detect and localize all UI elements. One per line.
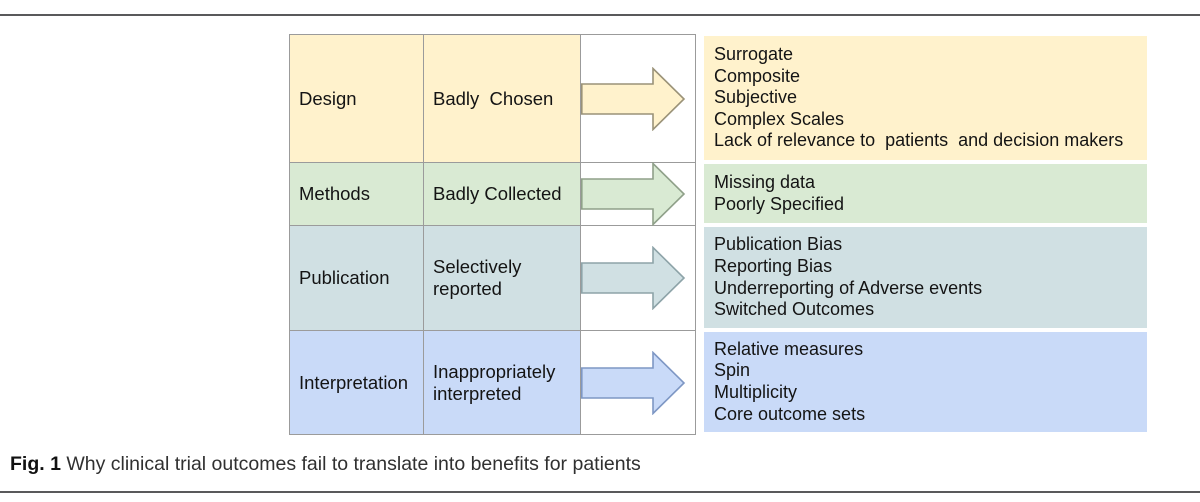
- arrow-cell: [581, 331, 696, 435]
- problem-label: Badly Collected: [433, 183, 562, 204]
- stage-label: Methods: [299, 183, 370, 204]
- arrow-cell: [581, 35, 696, 163]
- problem-label: Selectively reported: [433, 256, 527, 299]
- top-rule: [0, 14, 1200, 16]
- stage-cell-interpretation: Interpretation: [290, 331, 424, 435]
- outcomes-panel-interpretation: Relative measures Spin Multiplicity Core…: [704, 332, 1147, 432]
- problem-cell-interpretation: Inappropriately interpreted: [424, 331, 581, 435]
- outcomes-list: Missing data Poorly Specified: [714, 171, 845, 214]
- problem-label: Badly Chosen: [433, 87, 554, 109]
- stage-cell-publication: Publication: [290, 226, 424, 331]
- right-arrow-icon: [581, 350, 686, 415]
- outcomes-list: Relative measures Spin Multiplicity Core…: [714, 338, 866, 424]
- arrow-cell: [581, 226, 696, 331]
- bottom-rule: [0, 491, 1200, 493]
- stage-label: Publication: [299, 267, 390, 288]
- stage-label: Design: [299, 87, 357, 109]
- stage-label: Interpretation: [299, 371, 409, 393]
- stage-cell-design: Design: [290, 35, 424, 163]
- outcomes-list: Surrogate Composite Subjective Complex S…: [714, 44, 1124, 151]
- right-arrow-icon: [581, 246, 686, 310]
- outcomes-list: Publication Bias Reporting Bias Underrep…: [714, 234, 983, 320]
- problem-cell-publication: Selectively reported: [424, 226, 581, 331]
- problem-cell-methods: Badly Collected: [424, 163, 581, 226]
- outcomes-panel-design: Surrogate Composite Subjective Complex S…: [704, 36, 1147, 160]
- arrow-cell: [581, 162, 696, 226]
- right-arrow-icon: [581, 66, 686, 131]
- outcomes-panel-publication: Publication Bias Reporting Bias Underrep…: [704, 227, 1147, 328]
- figure-caption-text: Why clinical trial outcomes fail to tran…: [60, 453, 641, 475]
- figure-caption-label: Fig. 1: [10, 453, 61, 475]
- right-arrow-icon: [581, 162, 686, 226]
- figure-caption: Fig. 1 Why clinical trial outcomes fail …: [10, 453, 641, 476]
- outcomes-diagram-table: Design Badly Chosen Methods Badly Collec…: [289, 34, 696, 435]
- problem-label: Inappropriately interpreted: [433, 360, 561, 404]
- stage-cell-methods: Methods: [290, 163, 424, 226]
- problem-cell-design: Badly Chosen: [424, 35, 581, 163]
- outcomes-panel-methods: Missing data Poorly Specified: [704, 164, 1147, 223]
